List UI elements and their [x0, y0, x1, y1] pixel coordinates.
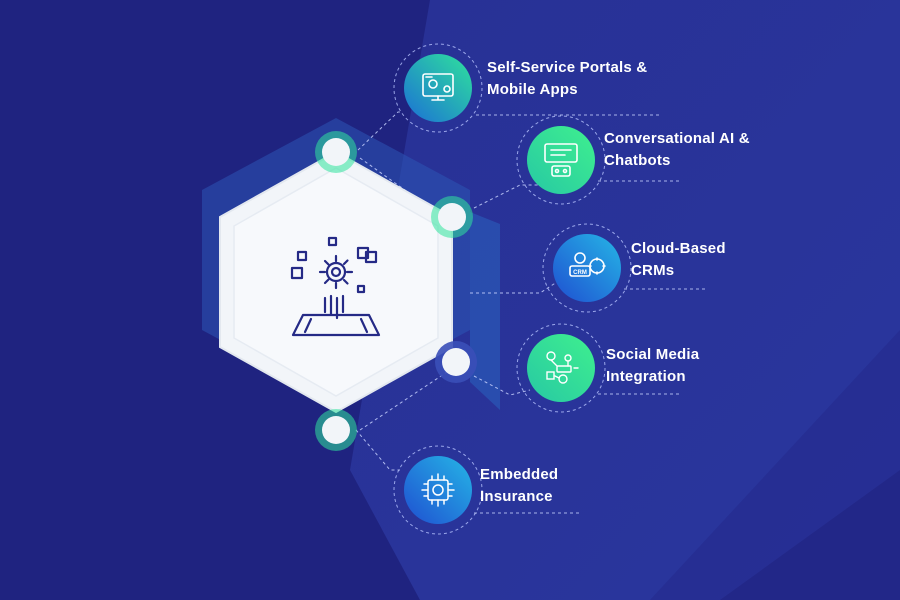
cloud-crm-icon	[569, 252, 606, 277]
item-badge-chatbot	[516, 115, 606, 205]
label-underlines	[474, 114, 708, 514]
item-label-self-service: Self-Service Portals & Mobile Apps	[487, 57, 647, 101]
chatbot-icon	[544, 143, 578, 177]
item-label-line: Insurance	[480, 488, 553, 505]
item-label-embedded: Embedded Insurance	[480, 464, 558, 508]
monitor-settings-icon	[422, 73, 454, 101]
connector-lines	[355, 111, 561, 471]
item-label-crm: Cloud-Based CRMs	[631, 238, 726, 282]
item-label-line: Embedded	[480, 466, 559, 483]
item-label-line: Self-Service Portals &	[487, 59, 648, 76]
item-label-line: Mobile Apps	[487, 81, 578, 98]
item-badge-self-service	[393, 43, 483, 133]
hexagon-backdrop-strip	[470, 212, 500, 410]
item-label-line: Conversational AI &	[604, 130, 750, 147]
background-band	[350, 0, 900, 600]
item-badge-embedded	[393, 445, 483, 535]
social-network-icon	[546, 351, 579, 384]
digital-platform-gear-icon	[290, 236, 381, 337]
item-label-line: Cloud-Based	[631, 240, 726, 257]
item-badge-social	[516, 323, 606, 413]
item-label-line: Integration	[606, 368, 686, 385]
chip-shield-icon	[421, 473, 455, 507]
item-label-social: Social Media Integration	[606, 344, 699, 388]
hub-vertex-nodes	[315, 131, 477, 451]
item-badge-crm: CRM	[542, 223, 632, 313]
crm-icon-lettering: CRM	[573, 270, 587, 276]
background-band-dark	[650, 330, 900, 600]
item-label-line: Social Media	[606, 346, 700, 363]
item-label-line: CRMs	[631, 262, 675, 279]
item-label-chatbot: Conversational AI & Chatbots	[604, 128, 750, 172]
item-label-line: Chatbots	[604, 152, 671, 169]
